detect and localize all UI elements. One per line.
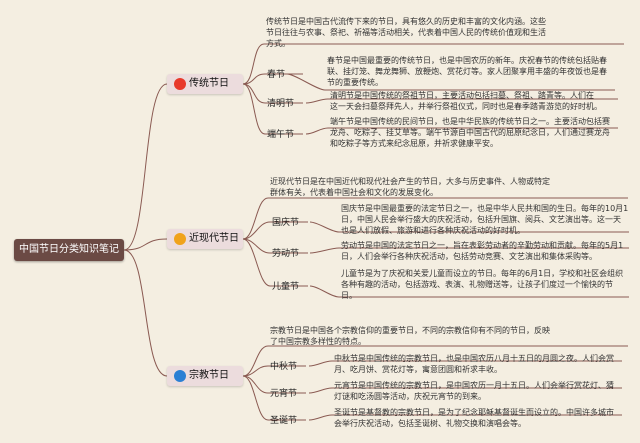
festival-label-duanwu[interactable]: 端午节 xyxy=(267,130,295,140)
description-line: 和吃粽子等方式来纪念屈原，并祈求健康平安。 xyxy=(330,139,498,148)
description-line: 春节是中国最重要的传统节日，也是中国农历的新年。庆祝春节的传统包括贴春 xyxy=(327,56,607,65)
item-connector xyxy=(305,98,329,104)
category-connector xyxy=(242,238,271,287)
description-line: 清明节是中国传统的祭祖节日，主要活动包括扫墓、祭祖、踏青等。人们在 xyxy=(330,91,594,100)
description-line: 中秋节是中国传统的宗教节日，也是中国农历八月十五日的月圆之夜。人们会赏 xyxy=(334,354,614,363)
description-line: 日。 xyxy=(341,291,357,300)
description-line: 节的重要传统。 xyxy=(327,78,383,87)
description-line: 联、挂灯笼、舞龙舞狮、放鞭炮、赏花灯等。家人团聚享用丰盛的年夜饭也是春 xyxy=(327,67,607,76)
description-line: 日，中国人民会举行盛大的庆祝活动，包括升国旗、阅兵、文艺演出等。这一天 xyxy=(341,215,621,224)
summary-line: 节日往往与农事、祭祀、祈福等活动相关，代表着中国人民的传统价值观和生活 xyxy=(266,28,546,37)
blue-circle-icon xyxy=(174,370,186,382)
root-connector xyxy=(123,238,168,251)
festival-label-national-day[interactable]: 国庆节 xyxy=(272,218,300,228)
item-connector xyxy=(309,247,340,254)
festival-description: 中秋节是中国传统的宗教节日，也是中国农历八月十五日的月圆之夜。人们会赏 月、吃月… xyxy=(334,353,614,375)
description-line: 月、吃月饼、赏花灯等，寓意团圆和祈求丰收。 xyxy=(334,365,502,374)
description-line: 日，人们会举行各种庆祝活动，包括劳动竞赛、文艺演出和集体采购等。 xyxy=(341,252,597,261)
category-summary: 传统节日是中国古代流传下来的节日，具有悠久的历史和丰富的文化内涵。这些 节日往往… xyxy=(266,16,546,49)
category-connector xyxy=(242,345,269,377)
description-line: 也是人们放假、旅游和进行各种庆祝活动的好时机。 xyxy=(341,226,525,235)
festival-description: 清明节是中国传统的祭祖节日，主要活动包括扫墓、祭祖、踏青等。人们在 这一天会扫墓… xyxy=(330,90,602,112)
description-line: 灯谜和吃汤圆等活动，庆祝元宵节的到来。 xyxy=(334,392,486,401)
root-node[interactable]: 中国节日分类知识笔记 xyxy=(14,239,124,261)
category-connector xyxy=(242,73,266,85)
description-line: 圣诞节是基督教的宗教节日，是为了纪念耶稣基督诞生而设立的。中国许多城市 xyxy=(334,408,614,417)
festival-description: 儿童节是为了庆祝和关爱儿童而设立的节日。每年的6月1日，学校和社区会组织 各种有… xyxy=(341,268,623,301)
category-node-traditional[interactable]: 传统节日 xyxy=(167,74,243,94)
festival-label-labor-day[interactable]: 劳动节 xyxy=(272,249,300,259)
red-circle-icon xyxy=(174,78,186,90)
festival-label-qingming[interactable]: 清明节 xyxy=(267,99,295,109)
category-connector xyxy=(242,375,269,421)
category-summary: 宗教节日是中国各个宗教信仰的重要节日，不同的宗教信仰有不同的节日，反映 了中国宗… xyxy=(270,325,550,347)
description-line: 元宵节是中国传统的宗教节日，是中国农历一月十五日。人们会举行赏花灯、猜 xyxy=(334,381,614,390)
festival-label-spring[interactable]: 春节 xyxy=(267,70,286,80)
item-connector xyxy=(305,127,329,135)
orange-circle-icon xyxy=(174,233,186,245)
summary-line: 近现代节日是在中国近代和现代社会产生的节日，大多与历史事件、人物或特定 xyxy=(270,177,550,186)
item-connector xyxy=(286,73,326,91)
description-line: 端午节是中国传统的民间节日，也是中华民族的传统节日之一。主要活动包括赛 xyxy=(330,117,610,126)
item-connector xyxy=(308,387,333,394)
festival-label-childrens-day[interactable]: 儿童节 xyxy=(272,282,300,292)
category-connector xyxy=(242,221,271,240)
festival-label-mid-autumn[interactable]: 中秋节 xyxy=(270,362,298,372)
root-connector xyxy=(123,249,168,377)
description-line: 劳动节是中国的法定节日之一，旨在表彰劳动者的辛勤劳动和贡献。每年的5月1 xyxy=(341,241,624,250)
summary-line: 群体有关，代表着中国社会和文化的发展变化。 xyxy=(270,188,438,197)
summary-line: 方式。 xyxy=(266,39,290,48)
item-connector xyxy=(309,285,340,298)
description-line: 龙舟、吃粽子、挂艾草等。端午节源自中国古代的屈原纪念日，人们通过赛龙舟 xyxy=(330,128,610,137)
festival-description: 圣诞节是基督教的宗教节日，是为了纪念耶稣基督诞生而设立的。中国许多城市 会举行庆… xyxy=(334,407,614,429)
category-label: 传统节日 xyxy=(189,78,229,89)
festival-description: 国庆节是中国最重要的法定节日之一，也是中华人民共和国的生日。每年的10月1 日，… xyxy=(341,203,628,236)
description-line: 各种有趣的活动，包括游戏、表演、礼物赠送等，让孩子们度过一个愉快的节 xyxy=(341,280,613,289)
summary-line: 了中国宗教多样性的特点。 xyxy=(270,337,366,346)
category-connector xyxy=(242,197,269,240)
category-connector xyxy=(242,43,265,85)
root-connector xyxy=(123,83,168,251)
category-node-modern[interactable]: 近现代节日 xyxy=(167,229,243,249)
item-connector xyxy=(308,414,333,421)
summary-line: 宗教节日是中国各个宗教信仰的重要节日，不同的宗教信仰有不同的节日，反映 xyxy=(270,326,550,335)
category-connector xyxy=(242,365,269,377)
category-label: 宗教节日 xyxy=(189,370,229,381)
category-connector xyxy=(242,83,266,135)
festival-label-christmas[interactable]: 圣诞节 xyxy=(270,416,298,426)
category-node-religious[interactable]: 宗教节日 xyxy=(167,366,243,386)
category-label: 近现代节日 xyxy=(189,233,239,244)
description-line: 会举行庆祝活动，包括圣诞树、礼物交换和演唱会等。 xyxy=(334,419,526,428)
item-connector xyxy=(308,360,333,367)
festival-description: 端午节是中国传统的民间节日，也是中华民族的传统节日之一。主要活动包括赛 龙舟、吃… xyxy=(330,116,610,149)
category-connector xyxy=(242,375,269,394)
festival-label-lantern[interactable]: 元宵节 xyxy=(270,389,298,399)
festival-description: 元宵节是中国传统的宗教节日，是中国农历一月十五日。人们会举行赏花灯、猜 灯谜和吃… xyxy=(334,380,614,402)
category-connector xyxy=(242,83,266,104)
description-line: 儿童节是为了庆祝和关爱儿童而设立的节日。每年的6月1日，学校和社区会组织 xyxy=(341,269,624,278)
summary-line: 传统节日是中国古代流传下来的节日，具有悠久的历史和丰富的文化内涵。这些 xyxy=(266,17,546,26)
item-connector xyxy=(309,221,340,233)
description-line: 国庆节是中国最重要的法定节日之一，也是中华人民共和国的生日。每年的10月1 xyxy=(341,204,629,213)
festival-description: 春节是中国最重要的传统节日，也是中国农历的新年。庆祝春节的传统包括贴春 联、挂灯… xyxy=(327,55,607,88)
category-summary: 近现代节日是在中国近代和现代社会产生的节日，大多与历史事件、人物或特定 群体有关… xyxy=(270,176,550,198)
festival-description: 劳动节是中国的法定节日之一，旨在表彰劳动者的辛勤劳动和贡献。每年的5月1 日，人… xyxy=(341,240,623,262)
description-line: 这一天会扫墓祭拜先人，并举行祭祖仪式，同时也是春季踏青游览的好时机。 xyxy=(330,102,602,111)
